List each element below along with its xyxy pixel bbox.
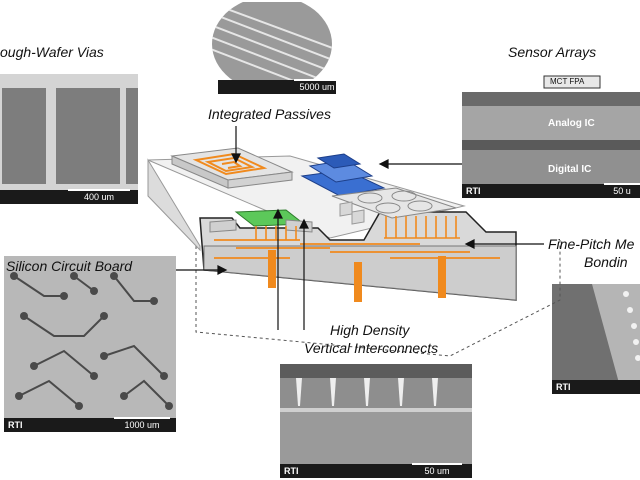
fine-pitch-label-line2: Bondin — [584, 254, 628, 270]
vias-scale-bar: 400 um — [68, 189, 130, 202]
high-density-label-line1: High Density — [330, 322, 410, 338]
vias-grid-graphic — [0, 74, 138, 190]
mct-fpa-label: MCT FPA — [550, 77, 585, 86]
through-wafer-vias-label: ough-Wafer Vias — [0, 44, 104, 60]
sensor-wafer-circles — [357, 190, 433, 214]
digital-ic-label: Digital IC — [548, 164, 592, 175]
fine-pitch-rti-brand: RTI — [556, 382, 571, 392]
circuit-scale-bar: 1000 um — [114, 417, 170, 430]
sensor-scale-bar: 50 u — [604, 183, 640, 196]
vertical-vias — [268, 250, 446, 302]
interconnect-scale-bar: 50 um — [412, 463, 462, 476]
wafer-rti-brand: RTI — [202, 82, 217, 92]
interconnect-photo: RTI 50 um — [280, 364, 472, 478]
circuit-board-photo: RTI 1000 um — [4, 256, 176, 432]
interconnect-rti-brand: RTI — [284, 466, 299, 476]
integrated-passives-label: Integrated Passives — [208, 106, 331, 122]
circuit-board-graphic — [10, 272, 173, 410]
interconnect-info-strip — [280, 464, 472, 478]
sensor-rti-brand: RTI — [466, 186, 481, 196]
interconnect-scale-text: 50 um — [424, 466, 450, 476]
fine-pitch-label-line1: Fine-Pitch Me — [548, 236, 635, 252]
fine-pitch-photo: RTI — [552, 284, 640, 394]
callout-arrows — [176, 126, 544, 330]
wafer-scale-text: 5000 um — [299, 82, 335, 92]
sensor-arrays-label: Sensor Arrays — [508, 44, 597, 60]
vias-info-strip — [0, 190, 138, 204]
circuit-rti-brand: RTI — [8, 420, 23, 430]
die-bond-lines — [255, 226, 297, 240]
vias-scale-text: 400 um — [83, 192, 115, 202]
vias-photo: 400 um — [0, 74, 138, 204]
wafer-circle-graphic — [212, 2, 336, 94]
circuit-scale-text: 1000 um — [124, 420, 160, 430]
sensor-scale-text: 50 u — [613, 186, 631, 196]
spiral-inductor — [192, 152, 268, 176]
package-left-face — [147, 158, 201, 252]
wafer-circle-photo: RTI 5000 um — [198, 2, 346, 94]
silicon-circuit-board-label: Silicon Circuit Board — [6, 258, 133, 274]
interconnect-graphic — [280, 364, 472, 464]
sensor-array-photo: MCT FPA Analog IC Digital IC RTI 50 u — [462, 72, 640, 198]
fine-pitch-bonds — [384, 216, 460, 239]
analog-ic-label: Analog IC — [548, 118, 595, 129]
sensor-array-graphic — [462, 72, 640, 184]
high-density-label-line2: Vertical Interconnects — [304, 340, 439, 356]
fine-pitch-graphic — [552, 284, 640, 394]
wafer-scale-bar: 5000 um — [294, 79, 340, 92]
circuit-info-strip — [4, 418, 176, 432]
sensor-info-strip — [462, 184, 640, 198]
